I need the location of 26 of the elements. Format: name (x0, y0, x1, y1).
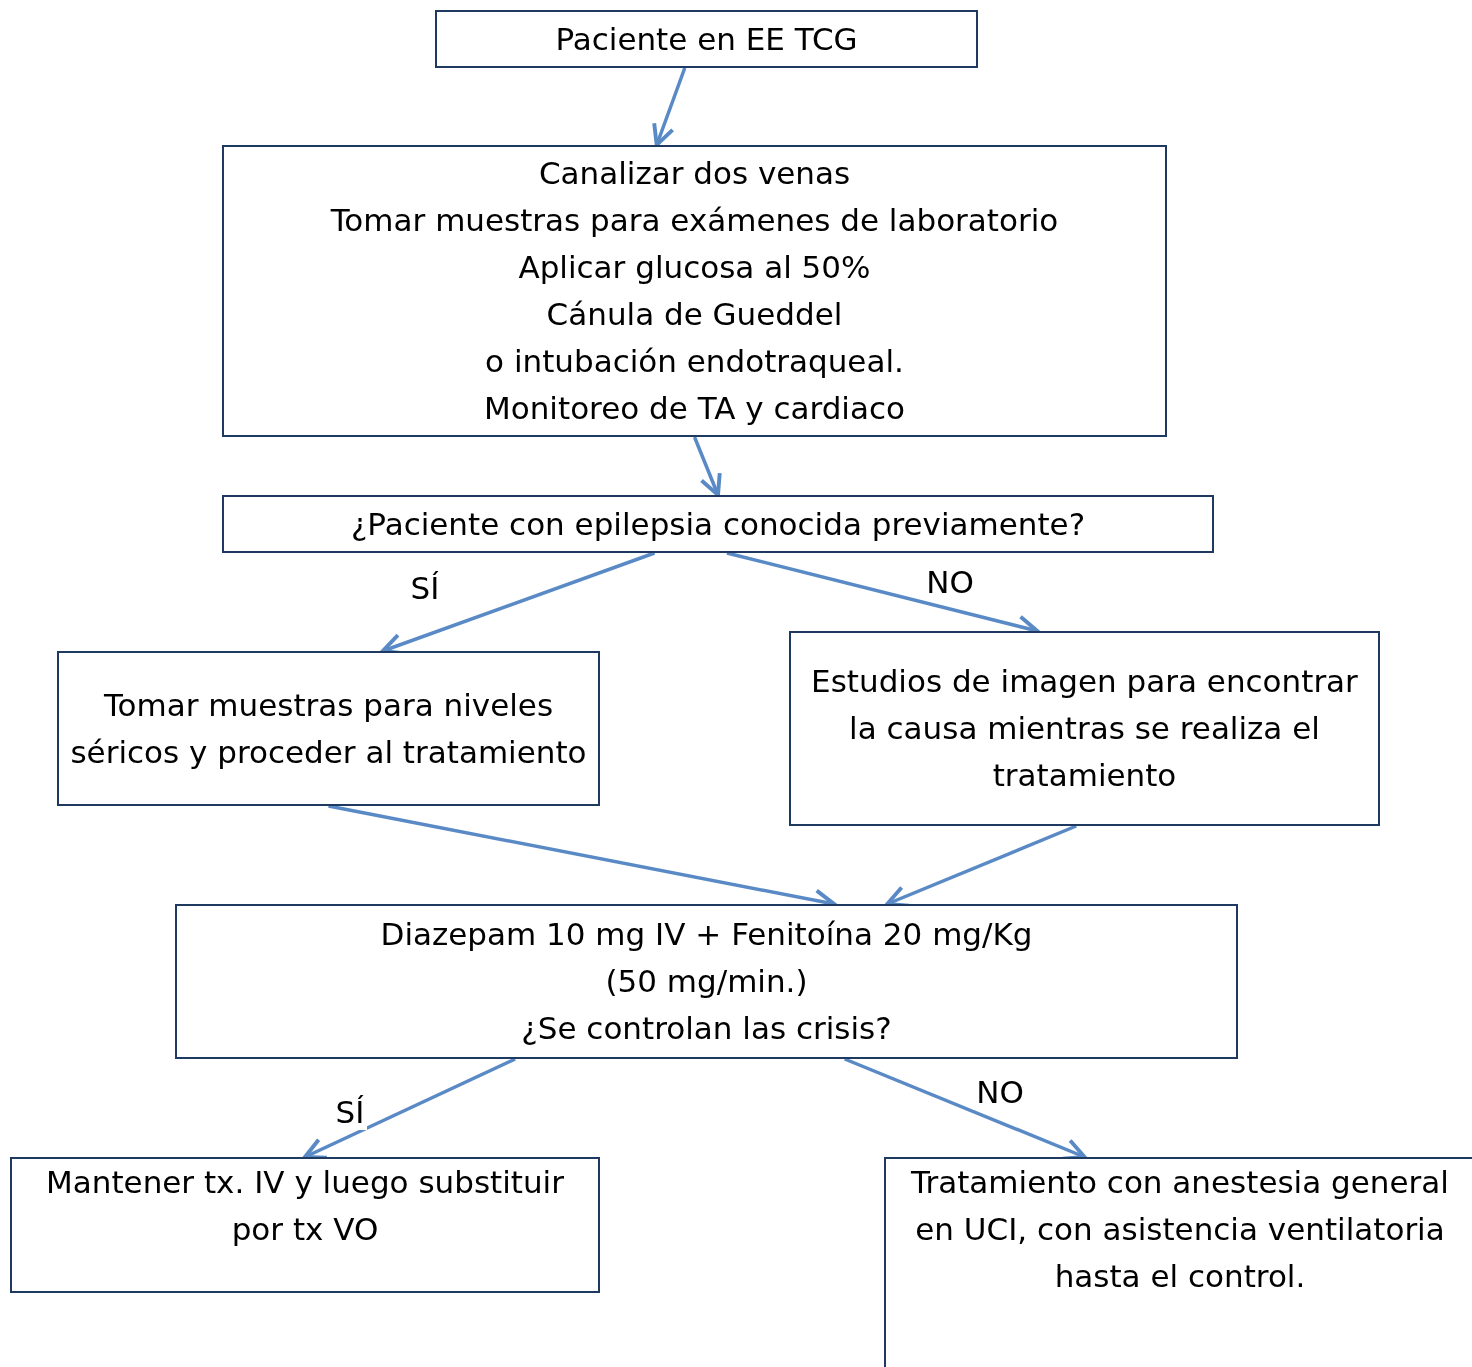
node-text: Canalizar dos venas (538, 154, 851, 193)
node-text: ¿Se controlan las crisis? (521, 1009, 892, 1048)
arrow (692, 436, 722, 497)
process-box (222, 145, 1167, 437)
node-text: Estudios de imagen para encontrar la causa mientras se realiza el tratamiento (810, 662, 1359, 795)
process-box (57, 651, 600, 806)
node-text: o intubación endotraqueal. (485, 342, 904, 381)
node-text: Monitoreo de TA y cardiaco (484, 389, 905, 428)
arrow (652, 67, 687, 147)
node-text: (50 mg/min.) (605, 962, 808, 1001)
process-box (884, 1157, 1472, 1367)
node-text: Cánula de Gueddel (546, 295, 843, 334)
node-text: Tomar muestras para niveles séricos y proceder al tratamiento (69, 685, 588, 772)
node-text: Diazepam 10 mg IV + Fenitoína 20 mg/Kg (380, 915, 1033, 954)
decision-box (175, 904, 1238, 1059)
node-text: ¿Paciente con epilepsia conocida previamente? (350, 504, 1086, 544)
process-box (10, 1157, 600, 1293)
node-text: Tratamiento con anestesia general en UCI, con asistencia ventilatoria hasta el control. (910, 1163, 1450, 1296)
node-text: Mantener tx. IV y luego substituir por tx VO (45, 1163, 565, 1249)
process-box (789, 631, 1380, 826)
node-text: Aplicar glucosa al 50% (518, 248, 871, 287)
node-text: Tomar muestras para exámenes de laboratorio (330, 201, 1059, 240)
arrow (303, 1057, 516, 1160)
process-box (435, 10, 978, 68)
node-text: Paciente en EE TCG (555, 19, 858, 59)
decision-box (222, 495, 1214, 553)
